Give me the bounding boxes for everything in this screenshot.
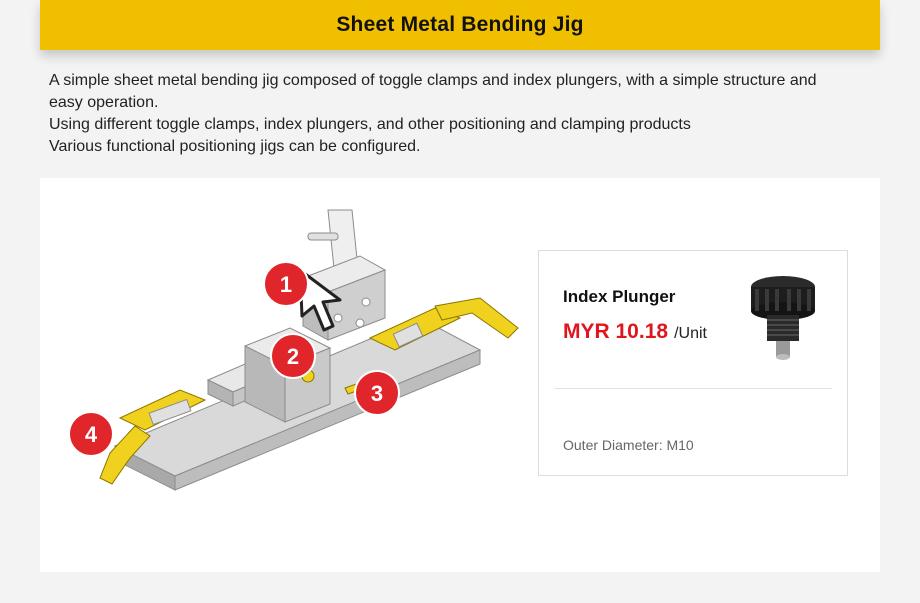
page-title: Sheet Metal Bending Jig <box>336 13 584 36</box>
svg-text:1: 1 <box>280 272 292 297</box>
description-line: Various functional positioning jigs can … <box>49 138 421 155</box>
product-spec: Outer Diameter: M10 <box>563 437 694 453</box>
cursor-pointer-icon <box>298 268 342 332</box>
card-divider <box>554 388 832 389</box>
toggle-clamp-left <box>99 389 207 485</box>
toggle-clamp-right <box>368 297 519 351</box>
header-banner: Sheet Metal Bending Jig <box>40 0 880 50</box>
upright-block <box>301 209 387 341</box>
product-card[interactable]: Index Plunger MYR 10.18 /Unit Outer Diam… <box>538 250 848 476</box>
bending-jig-illustration[interactable]: 1 2 3 4 <box>40 178 540 572</box>
price-unit: /Unit <box>674 325 707 342</box>
product-price: MYR 10.18 <box>563 320 669 343</box>
product-name[interactable]: Index Plunger <box>563 287 676 306</box>
svg-text:2: 2 <box>287 344 299 369</box>
callout-3: 3 <box>354 370 400 416</box>
callout-4: 4 <box>68 411 114 457</box>
callout-1: 1 <box>263 261 309 307</box>
callout-2: 2 <box>270 333 316 379</box>
index-plunger-image[interactable] <box>739 271 829 367</box>
svg-text:3: 3 <box>371 381 383 406</box>
price-row: MYR 10.18 /Unit <box>563 320 707 344</box>
svg-text:4: 4 <box>85 422 98 447</box>
description: A simple sheet metal bending jig compose… <box>49 70 839 158</box>
description-line: A simple sheet metal bending jig compose… <box>49 72 817 111</box>
description-line: Using different toggle clamps, index plu… <box>49 116 691 133</box>
